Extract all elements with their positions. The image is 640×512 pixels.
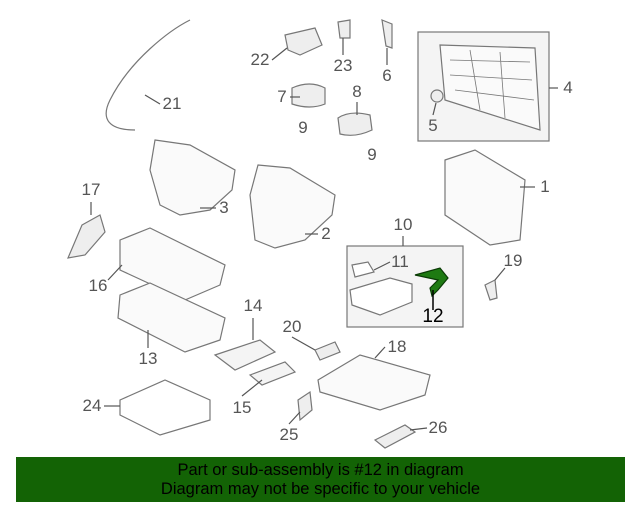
part-16-cushion <box>119 227 226 301</box>
banner-line-1: Part or sub-assembly is #12 in diagram <box>177 461 464 479</box>
callout-12-highlighted[interactable]: 12 <box>422 306 444 327</box>
part-15-mat <box>248 361 297 386</box>
callout-3[interactable]: 3 <box>219 198 229 217</box>
part-21-cable <box>105 19 191 131</box>
part-2-seatback <box>249 164 336 249</box>
callout-16[interactable]: 16 <box>88 276 108 295</box>
callout-25[interactable]: 25 <box>279 425 299 444</box>
part-8-headrest <box>337 112 373 136</box>
banner-line-2: Diagram may not be specific to your vehi… <box>160 480 481 498</box>
part-26 <box>373 424 417 449</box>
callout-17[interactable]: 17 <box>81 180 101 199</box>
part-19 <box>484 279 498 301</box>
part-25 <box>297 390 313 422</box>
part-24-frame <box>119 379 211 436</box>
info-banner: Part or sub-assembly is #12 in diagram D… <box>16 457 625 502</box>
callout-9[interactable]: 9 <box>298 118 308 137</box>
leader-lines <box>90 38 558 431</box>
callout-1[interactable]: 1 <box>540 177 550 196</box>
callout-22[interactable]: 22 <box>250 50 270 69</box>
callout-4[interactable]: 4 <box>563 78 573 97</box>
part-12-highlighted <box>414 267 449 298</box>
callout-19[interactable]: 19 <box>503 251 523 270</box>
part-13-cushion <box>117 282 226 353</box>
callout-10[interactable]: 10 <box>393 215 413 234</box>
callout-24[interactable]: 24 <box>82 396 102 415</box>
callout-18[interactable]: 18 <box>387 337 407 356</box>
callout-26[interactable]: 26 <box>428 418 448 437</box>
part-3-seatback <box>149 139 236 216</box>
part-1-frame <box>444 149 526 246</box>
part-10-armrest <box>349 277 413 316</box>
callout-11[interactable]: 11 <box>391 252 409 271</box>
callout-13[interactable]: 13 <box>138 349 158 368</box>
part-11 <box>351 261 375 278</box>
callout-5[interactable]: 5 <box>428 116 438 135</box>
part-23 <box>337 19 351 39</box>
callout-2[interactable]: 2 <box>321 224 331 243</box>
part-5-clip <box>430 89 444 103</box>
part-7-headrest <box>291 83 326 108</box>
part-18-frame <box>317 354 431 411</box>
part-14-mat <box>213 339 277 371</box>
callout-9b[interactable]: 9 <box>367 145 377 164</box>
callout-21[interactable]: 21 <box>162 94 182 113</box>
callout-8[interactable]: 8 <box>352 82 362 101</box>
callout-7[interactable]: 7 <box>277 87 287 106</box>
callout-23[interactable]: 23 <box>333 56 353 75</box>
part-4-panel <box>439 44 541 131</box>
part-22 <box>284 27 323 56</box>
part-17 <box>67 214 106 259</box>
callout-15[interactable]: 15 <box>232 398 252 417</box>
part-6 <box>381 19 393 49</box>
part-20 <box>314 341 341 361</box>
callout-20[interactable]: 20 <box>282 317 302 336</box>
callout-14[interactable]: 14 <box>243 296 263 315</box>
callout-6[interactable]: 6 <box>382 66 392 85</box>
